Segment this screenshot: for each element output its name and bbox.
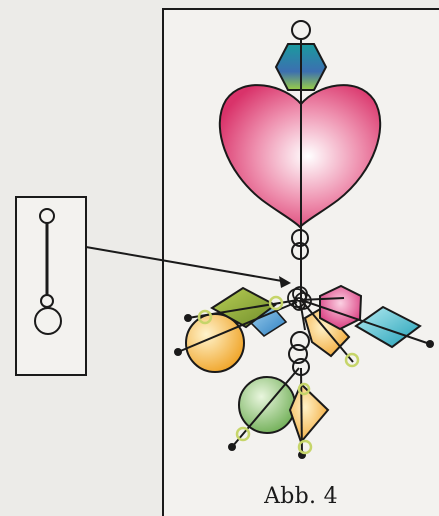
top-loop bbox=[292, 21, 310, 39]
orange-round-bead bbox=[186, 314, 244, 372]
detail-inset bbox=[16, 197, 86, 375]
inset-frame bbox=[16, 197, 86, 375]
figure-caption: Abb. 4 bbox=[163, 484, 439, 509]
drop-ring-1 bbox=[291, 332, 309, 350]
inset-eye-loop bbox=[40, 209, 54, 223]
